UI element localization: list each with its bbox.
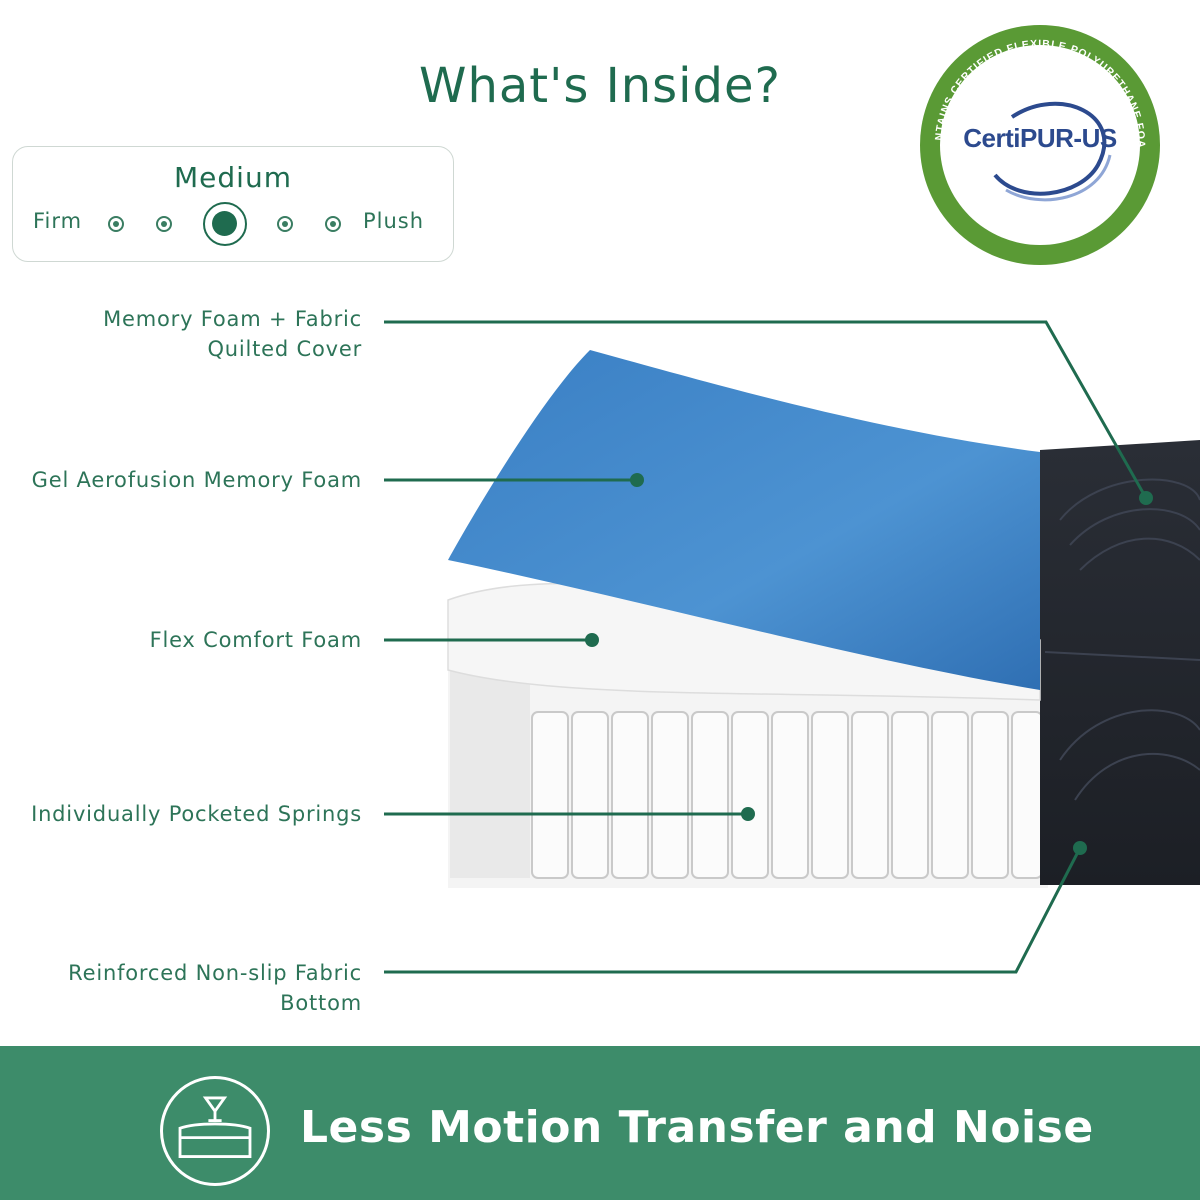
callout-pocketed-springs: Individually Pocketed Springs bbox=[31, 799, 362, 829]
callout-quilted-cover-line1: Memory Foam + Fabric bbox=[103, 307, 362, 331]
banner-text: Less Motion Transfer and Noise bbox=[300, 1102, 1094, 1153]
badge-ring-text: CONTAINS CERTIFIED FLEXIBLE POLYURETHANE… bbox=[920, 25, 1146, 236]
firmness-high-label: Plush bbox=[363, 209, 425, 233]
leader-dots bbox=[585, 473, 1153, 855]
callout-flex-comfort-foam-line1: Flex Comfort Foam bbox=[149, 628, 362, 652]
firmness-dot-5 bbox=[325, 216, 341, 232]
mattress-with-glass-icon bbox=[160, 1076, 270, 1186]
spring-block-side bbox=[450, 668, 530, 878]
leader-lines bbox=[384, 320, 1148, 974]
firmness-low-label: Firm bbox=[33, 209, 83, 233]
firmness-dot-selected bbox=[203, 202, 247, 246]
callout-flex-comfort-foam: Flex Comfort Foam bbox=[150, 625, 362, 655]
certipur-badge: CONTAINS CERTIFIED FLEXIBLE POLYURETHANE… bbox=[920, 25, 1160, 265]
badge-inner-circle bbox=[940, 45, 1140, 245]
gel-memory-foam bbox=[448, 350, 1040, 690]
page-title: What's Inside? bbox=[419, 58, 781, 114]
callout-gel-memory-foam-line1: Gel Aerofusion Memory Foam bbox=[31, 468, 362, 492]
cover-quilting bbox=[1044, 478, 1200, 801]
firmness-dot-1 bbox=[108, 216, 124, 232]
callout-quilted-cover-line2: Quilted Cover bbox=[207, 337, 362, 361]
badge-brand: CertiPUR-US bbox=[963, 123, 1117, 153]
firmness-dot-4 bbox=[277, 216, 293, 232]
callout-non-slip-bottom-line1: Reinforced Non-slip Fabric bbox=[68, 961, 362, 985]
firmness-level-label: Medium bbox=[174, 161, 292, 194]
callout-non-slip-bottom-line2: Bottom bbox=[280, 991, 362, 1015]
firmness-scale: Medium Firm Plush bbox=[12, 146, 454, 262]
callout-pocketed-springs-line1: Individually Pocketed Springs bbox=[31, 802, 362, 826]
pocketed-springs bbox=[531, 711, 1043, 879]
quilted-cover bbox=[1040, 440, 1200, 885]
firmness-dot-2 bbox=[156, 216, 172, 232]
feature-banner: Less Motion Transfer and Noise bbox=[0, 1046, 1200, 1200]
callout-non-slip-bottom: Reinforced Non-slip Fabric Bottom bbox=[68, 958, 362, 1018]
callout-quilted-cover: Memory Foam + Fabric Quilted Cover bbox=[103, 304, 362, 364]
callout-gel-memory-foam: Gel Aerofusion Memory Foam bbox=[32, 465, 362, 495]
